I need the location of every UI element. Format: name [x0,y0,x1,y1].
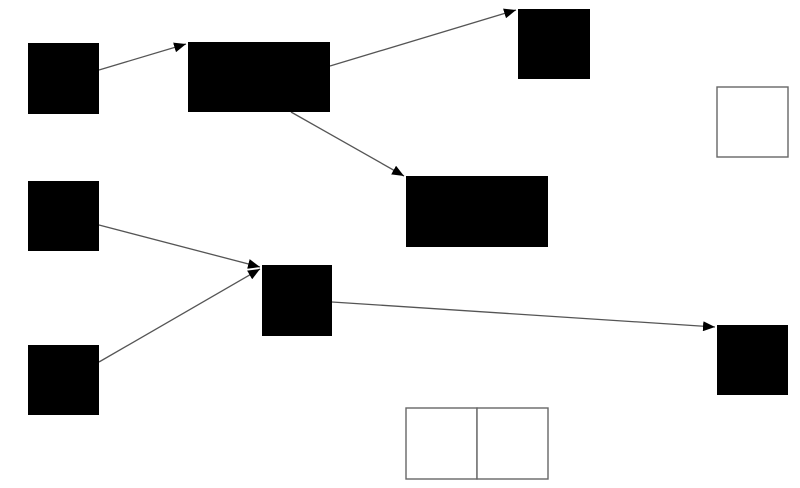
filled-node-n6 [28,345,99,415]
filled-node-n4 [406,176,548,247]
filled-node-n8 [717,325,788,395]
edge-n1-to-n2 [98,42,187,71]
filled-node-n1 [28,43,99,114]
edge-n6-to-n7 [98,268,261,363]
outline-node-n10 [405,407,478,480]
outline-node-n11 [476,407,549,480]
filled-node-n5 [28,181,99,251]
filled-node-n2 [188,42,330,112]
edge-layer [98,8,716,363]
edge-n2-to-n3 [329,8,517,67]
outline-node-n9 [716,86,789,158]
node-layer [28,9,789,480]
filled-node-n3 [518,9,590,79]
edge-n5-to-n7 [98,224,261,269]
edge-n2-to-n4 [290,111,405,177]
filled-node-n7 [262,265,332,336]
edge-n7-to-n8 [331,301,716,332]
